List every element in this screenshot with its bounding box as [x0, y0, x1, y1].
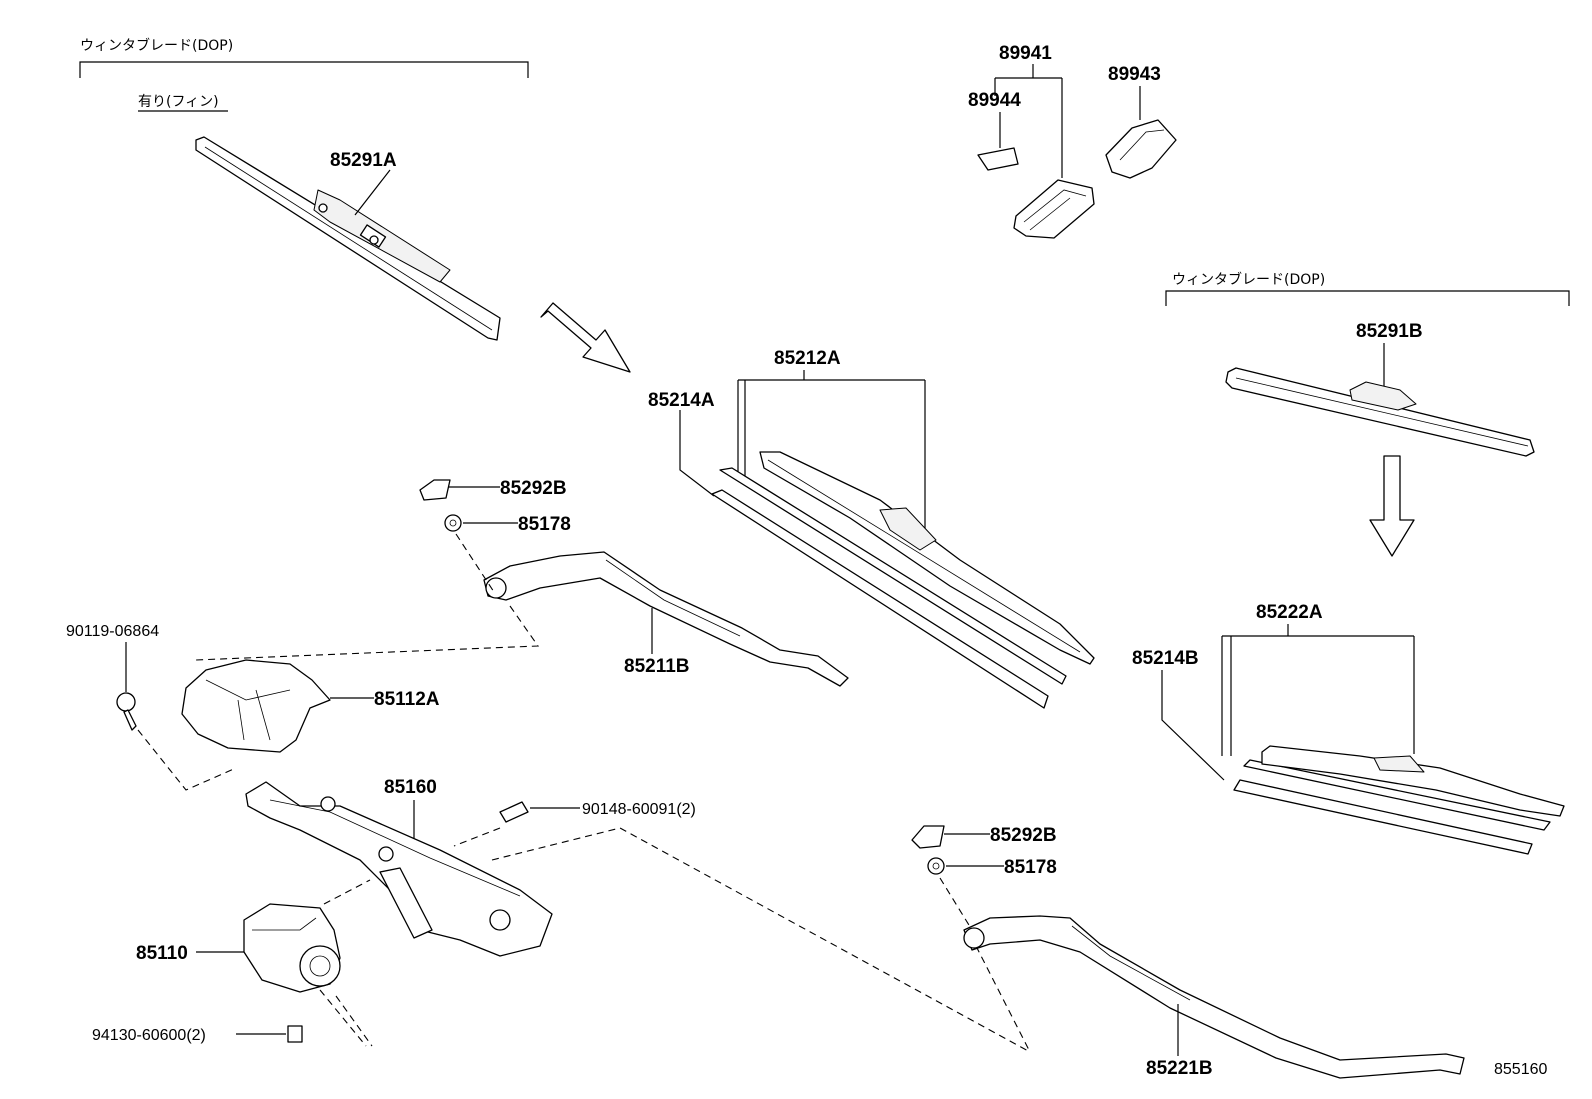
- label-85112A: 85112A: [374, 689, 440, 710]
- note-winter-blade-left: ウィンタブレード(DOP): [80, 37, 233, 54]
- bracket-left: [79, 61, 529, 78]
- arrow-diagonal: [540, 302, 631, 373]
- label-85160: 85160: [384, 777, 437, 798]
- label-85211B: 85211B: [624, 656, 690, 677]
- label-85291A: 85291A: [330, 150, 397, 171]
- dash-bolt: [137, 729, 237, 791]
- label-85222A: 85222A: [1256, 602, 1323, 623]
- part-90119-bolt[interactable]: [116, 692, 137, 731]
- clip-group: 89941 89944 89943: [968, 43, 1161, 178]
- label-89941: 89941: [999, 43, 1052, 64]
- dash-arm-right: [939, 877, 1031, 1053]
- leader-85214A: [679, 410, 715, 497]
- diagram-id: 855160: [1494, 1061, 1547, 1078]
- part-85221B-arm[interactable]: [963, 915, 1465, 1079]
- label-85178-left: 85178: [518, 514, 571, 535]
- leader-85291A: [354, 169, 391, 216]
- leader-85222A: [1221, 624, 1415, 756]
- label-85178-right: 85178: [1004, 857, 1057, 878]
- leader-85214B: [1161, 670, 1225, 781]
- label-85212A: 85212A: [774, 348, 841, 369]
- part-85211B-arm[interactable]: [483, 551, 849, 687]
- part-85110-motor[interactable]: [243, 903, 341, 993]
- leader-89941: [994, 64, 1063, 178]
- arrow-down: [1369, 455, 1415, 557]
- label-85214A: 85214A: [648, 390, 715, 411]
- dash-arm-left: [195, 533, 540, 661]
- leader-85212A: [737, 370, 926, 530]
- part-85212A-blade[interactable]: [759, 451, 1095, 665]
- label-89944: 89944: [968, 90, 1021, 111]
- label-90148-60091: 90148-60091(2): [582, 801, 696, 818]
- part-85112A-cover[interactable]: [181, 659, 331, 753]
- label-85110: 85110: [136, 943, 188, 964]
- label-94130-60600: 94130-60600(2): [92, 1027, 206, 1044]
- part-89944-pad[interactable]: [977, 147, 1019, 171]
- label-90119-06864: 90119-06864: [66, 623, 159, 640]
- part-90148-screw[interactable]: [499, 801, 529, 823]
- label-85292B-right: 85292B: [990, 825, 1057, 846]
- label-85292B-left: 85292B: [500, 478, 567, 499]
- part-85160-linkage[interactable]: [245, 781, 553, 957]
- part-85291A-blade[interactable]: [195, 136, 501, 341]
- label-85291B: 85291B: [1356, 321, 1423, 342]
- part-89943-clip[interactable]: [1105, 119, 1177, 179]
- part-85214B-rubber[interactable]: [1233, 759, 1551, 855]
- bracket-right: [1165, 290, 1570, 306]
- dash-motor: [319, 879, 373, 1047]
- dash-screw: [453, 827, 1031, 1053]
- part-85292B-cap-right[interactable]: [911, 825, 945, 849]
- note-winter-blade-right: ウィンタブレード(DOP): [1172, 271, 1325, 288]
- part-85214A-rubber[interactable]: [711, 467, 1067, 709]
- part-94130-nut[interactable]: [287, 1025, 303, 1043]
- part-89941-clip[interactable]: [1013, 179, 1095, 239]
- label-85214B: 85214B: [1132, 648, 1199, 669]
- label-89943: 89943: [1108, 64, 1161, 85]
- part-85292B-cap-left[interactable]: [419, 479, 451, 501]
- winter-blade-left-group: ウィンタブレード(DOP) 有り(フィン): [79, 37, 529, 112]
- label-85221B: 85221B: [1146, 1058, 1213, 1079]
- part-85291B-blade[interactable]: [1225, 367, 1535, 457]
- part-85178-nut-left[interactable]: [444, 514, 462, 532]
- part-85222A-blade[interactable]: [1261, 745, 1565, 817]
- note-fin: 有り(フィン): [138, 94, 219, 110]
- part-85178-nut-right[interactable]: [927, 857, 945, 875]
